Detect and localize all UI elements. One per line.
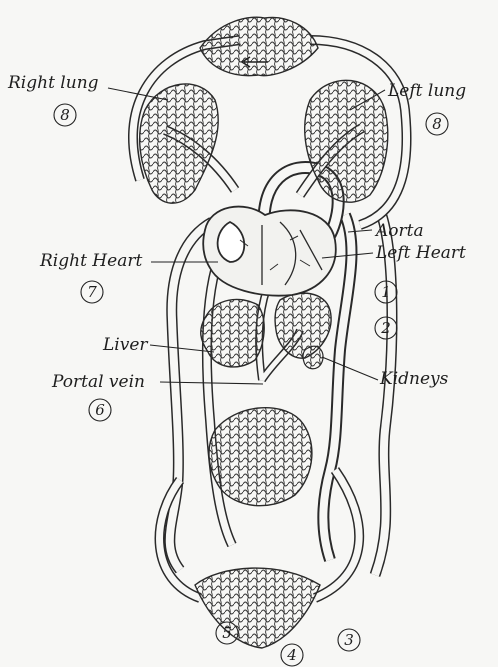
- num-three: 3: [344, 631, 354, 649]
- kidney-bed: [275, 293, 331, 358]
- liver-bed: [201, 299, 264, 367]
- num-two: 2: [380, 319, 391, 337]
- label-left-heart: Left Heart: [375, 243, 466, 263]
- lower-body-bed: [195, 568, 320, 648]
- right-lung-bed: [140, 84, 219, 203]
- label-left-lung: Left lung: [387, 81, 466, 101]
- left-lung-bed: [305, 80, 388, 202]
- label-aorta: Aorta: [374, 221, 424, 241]
- label-liver: Liver: [102, 335, 148, 355]
- num-right-heart: 7: [87, 283, 97, 301]
- label-portal-vein: Portal vein: [51, 372, 145, 392]
- label-right-lung: Right lung: [7, 73, 99, 93]
- num-portal-vein: 6: [95, 401, 105, 419]
- num-right-lung: 8: [60, 106, 70, 124]
- label-kidneys: Kidneys: [379, 369, 449, 389]
- num-four: 4: [286, 646, 297, 664]
- kidney-icon: [303, 346, 323, 369]
- heart: [203, 207, 336, 296]
- num-five: 5: [222, 624, 232, 642]
- top-capillary-bed: [200, 17, 318, 75]
- label-right-heart: Right Heart: [39, 251, 142, 271]
- gut-bed: [209, 408, 312, 506]
- num-left-lung: 8: [432, 115, 442, 133]
- num-one: 1: [381, 283, 391, 301]
